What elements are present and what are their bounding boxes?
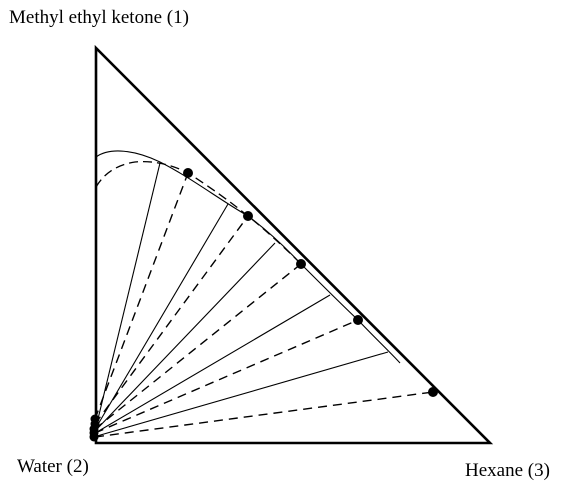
tie-line-dashed: [94, 263, 302, 430]
tie-lines-dashed: [94, 172, 434, 438]
tie-line-dashed: [94, 391, 434, 438]
data-point: [89, 432, 99, 442]
triangle-frame: [94, 44, 494, 445]
vertex-label-methyl-ethyl-ketone: Methyl ethyl ketone (1): [9, 7, 189, 28]
data-points-right: [183, 168, 438, 397]
tie-line-solid: [96, 162, 161, 424]
binodal-curve-solid: [95, 150, 401, 364]
data-point: [353, 315, 363, 325]
tie-line-dashed: [94, 319, 359, 434]
vertex-label-water: Water (2): [17, 456, 89, 477]
tie-line-solid: [96, 294, 331, 433]
data-points-water-corner: [89, 414, 100, 442]
tie-lines-solid: [96, 162, 389, 437]
data-point: [428, 387, 438, 397]
tie-line-solid: [96, 351, 389, 437]
tie-line-solid: [96, 203, 229, 427]
vertex-label-hexane: Hexane (3): [465, 460, 550, 481]
data-point: [183, 168, 193, 178]
data-point: [296, 259, 306, 269]
tie-line-solid: [96, 242, 276, 430]
data-point: [243, 211, 253, 221]
tie-line-dashed: [94, 215, 249, 425]
